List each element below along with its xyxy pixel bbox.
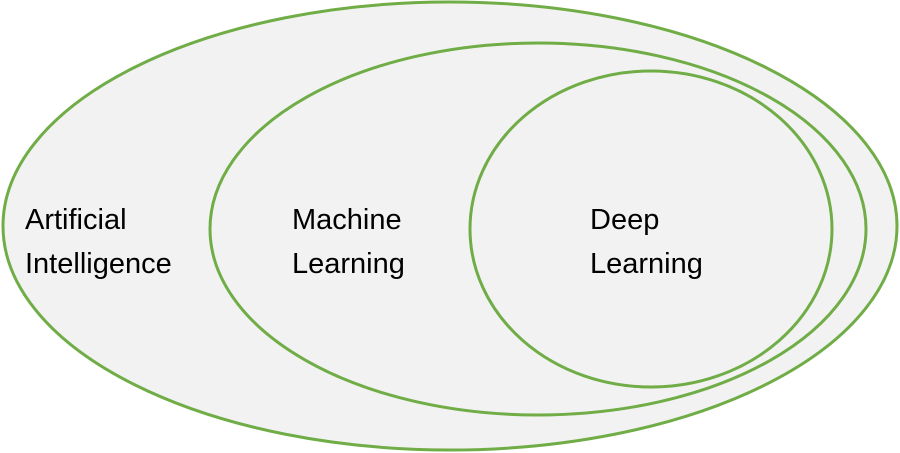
deep-learning-label-line2: Learning xyxy=(590,248,703,280)
artificial-intelligence-label: Artificial Intelligence xyxy=(25,204,172,280)
deep-learning-label-line1: Deep xyxy=(590,204,659,236)
deep-learning-label: Deep Learning xyxy=(590,204,703,280)
machine-learning-label-line1: Machine xyxy=(292,204,402,236)
artificial-intelligence-label-line1: Artificial xyxy=(25,204,127,236)
deep-learning-ellipse xyxy=(468,69,834,389)
machine-learning-label-line2: Learning xyxy=(292,248,405,280)
machine-learning-label: Machine Learning xyxy=(292,204,410,280)
artificial-intelligence-label-line2: Intelligence xyxy=(25,248,172,280)
